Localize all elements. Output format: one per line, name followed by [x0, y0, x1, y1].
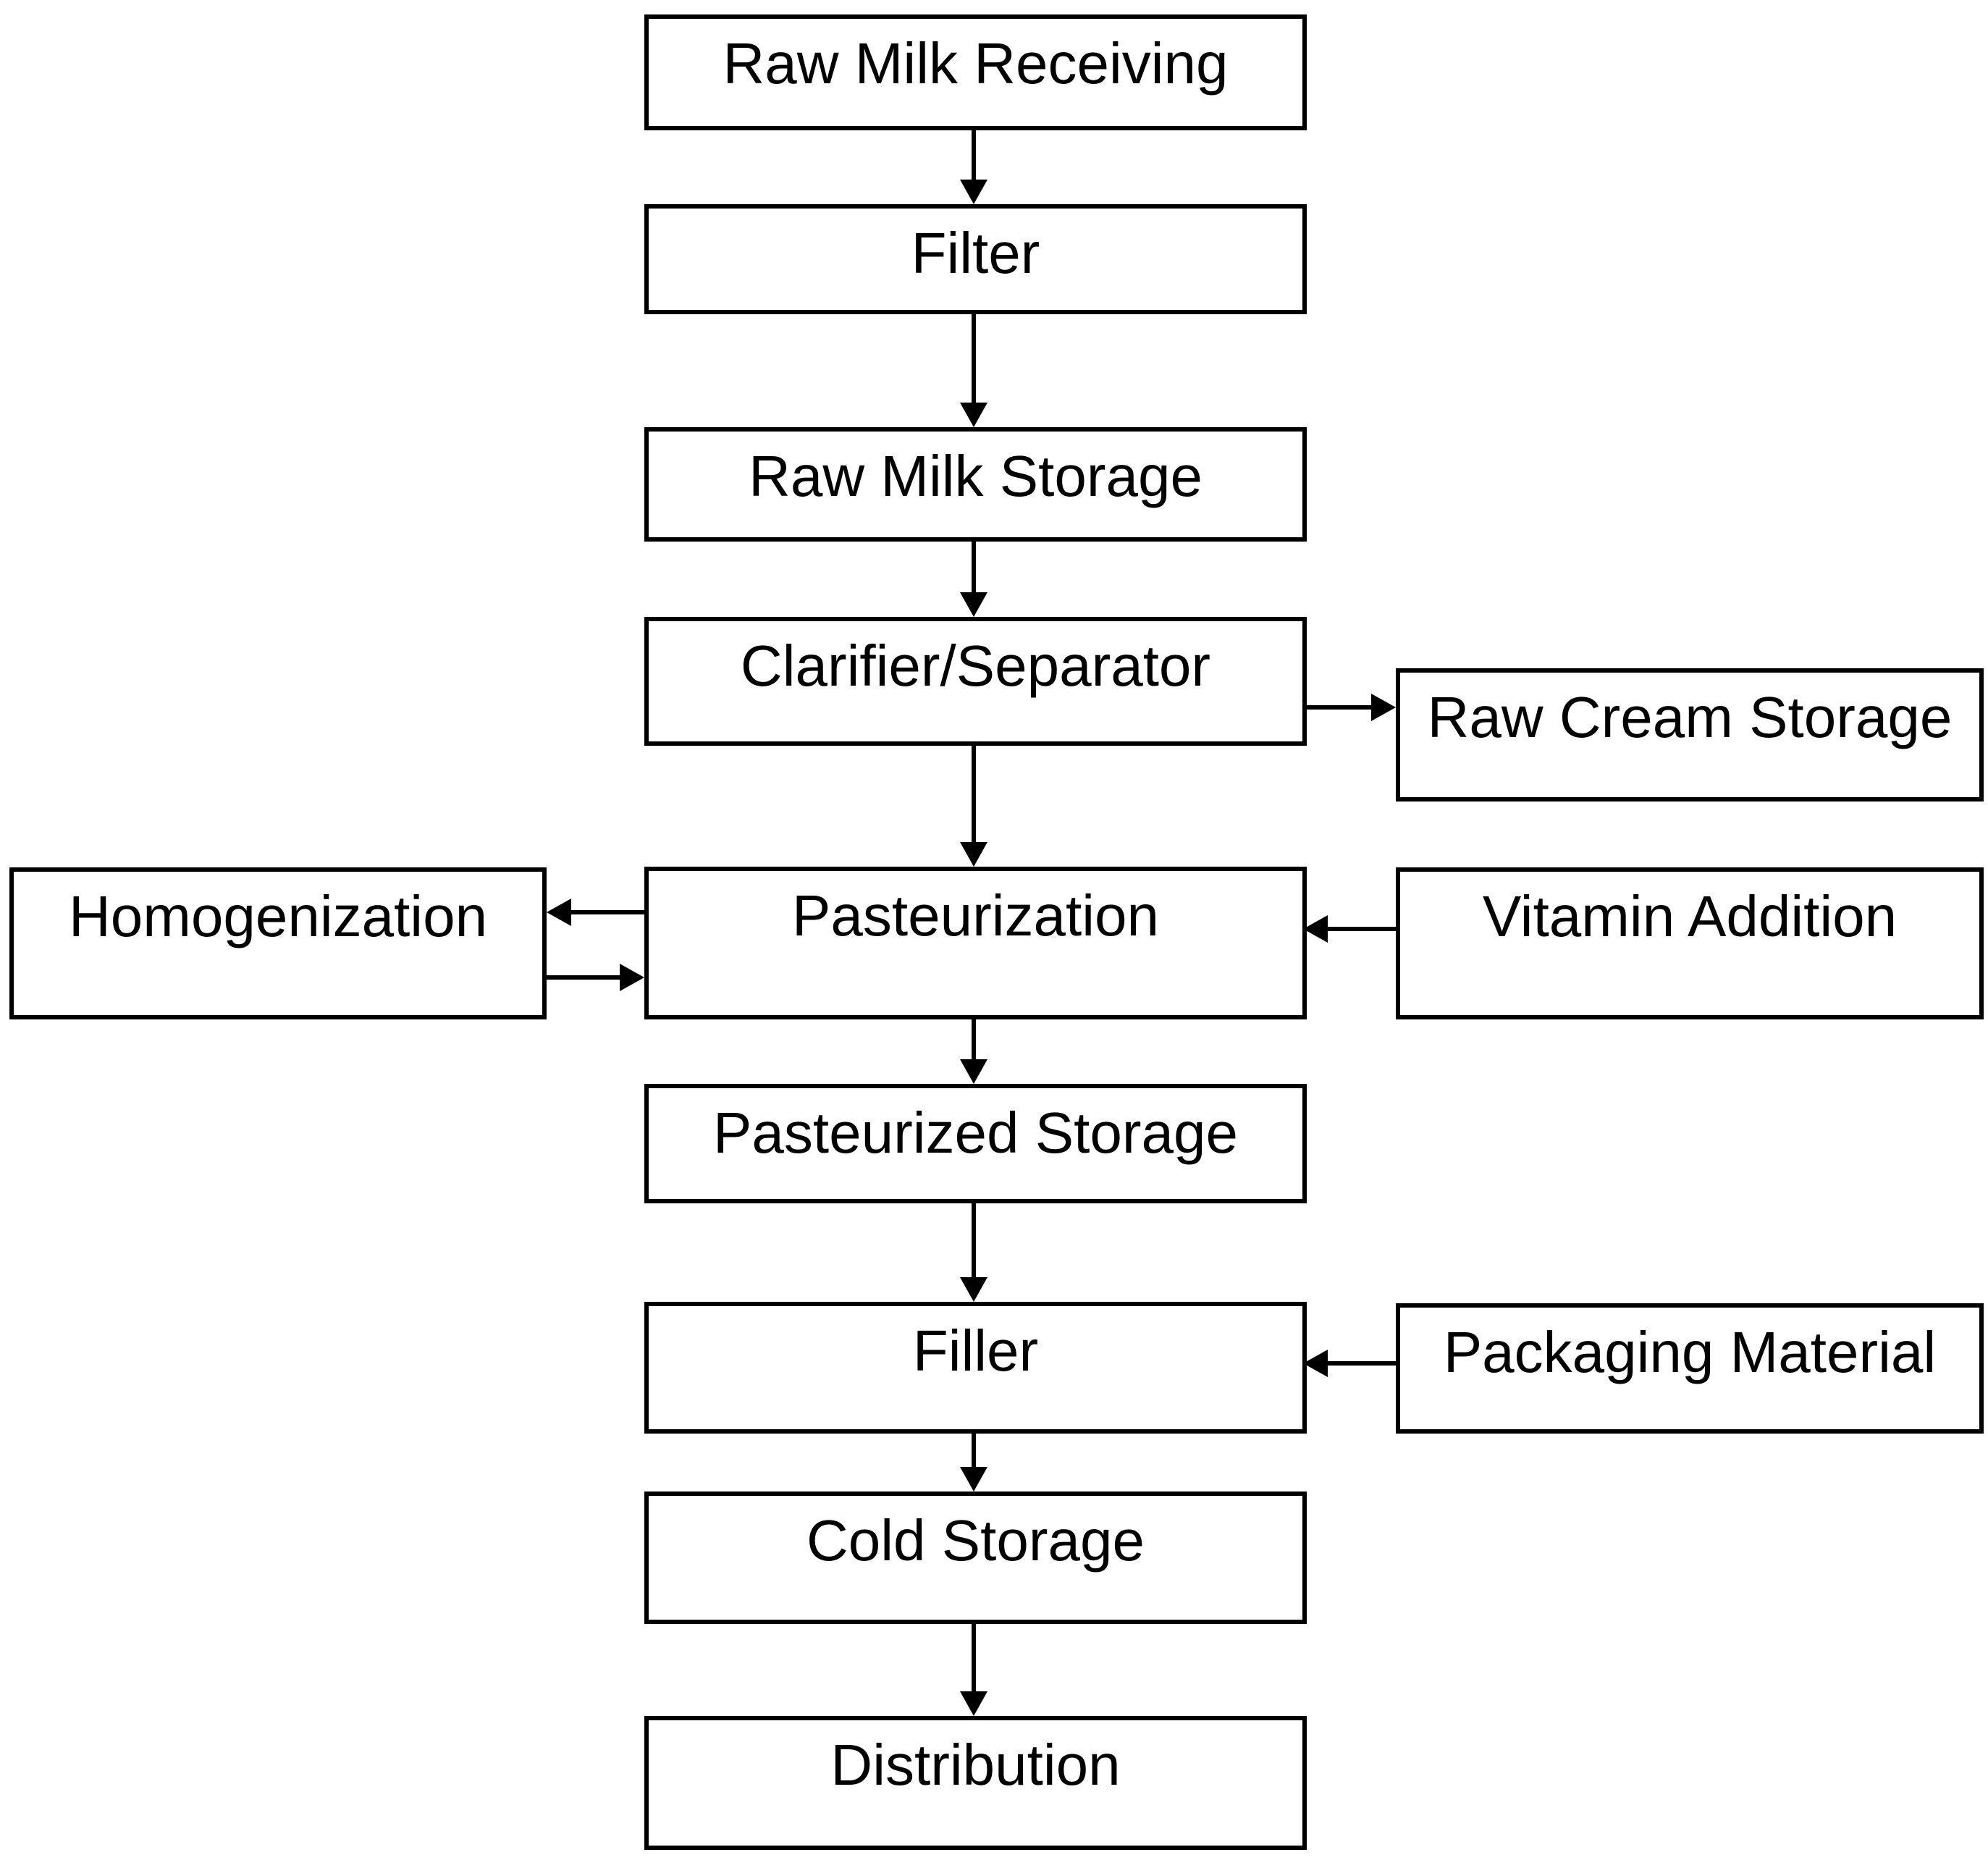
- node-filter-label: Filter: [911, 221, 1040, 285]
- edge-paststorage-filler-arrowhead-icon: [960, 1277, 987, 1302]
- edge-rawmilkstorage-clarifier-arrowhead-icon: [960, 592, 987, 617]
- node-cold-storage: Cold Storage: [644, 1492, 1307, 1624]
- node-filter: Filter: [644, 204, 1307, 314]
- node-raw-cream-storage: Raw Cream Storage: [1396, 668, 1984, 802]
- node-homogenization-label: Homogenization: [68, 884, 488, 948]
- node-raw-cream-storage-label: Raw Cream Storage: [1427, 685, 1953, 749]
- node-packaging-material: Packaging Material: [1396, 1303, 1984, 1434]
- node-vitamin-addition: Vitamin Addition: [1396, 867, 1984, 1019]
- node-packaging-material-label: Packaging Material: [1443, 1320, 1937, 1384]
- edge-receiving-filter-line: [972, 129, 976, 180]
- node-homogenization: Homogenization: [9, 867, 547, 1019]
- edge-clarifier-rawcream-arrowhead-icon: [1371, 694, 1396, 721]
- node-distribution-label: Distribution: [830, 1733, 1121, 1797]
- node-pasteurization-label: Pasteurization: [792, 883, 1159, 948]
- node-cold-storage-label: Cold Storage: [806, 1508, 1145, 1573]
- node-pasteurized-storage-label: Pasteurized Storage: [713, 1101, 1238, 1165]
- edge-pasteurization-paststorage-arrowhead-icon: [960, 1059, 987, 1084]
- edge-pasteurization-homogenization-line: [571, 910, 644, 914]
- edge-coldstorage-distribution-arrowhead-icon: [960, 1691, 987, 1716]
- edge-clarifier-pasteurization-arrowhead-icon: [960, 842, 987, 867]
- node-raw-milk-storage: Raw Milk Storage: [644, 427, 1307, 542]
- edge-coldstorage-distribution-line: [972, 1624, 976, 1691]
- node-distribution: Distribution: [644, 1716, 1307, 1850]
- edge-homogenization-pasteurization-line: [547, 975, 620, 980]
- node-filler-label: Filler: [912, 1318, 1039, 1383]
- edge-homogenization-pasteurization-arrowhead-icon: [620, 964, 644, 991]
- node-vitamin-addition-label: Vitamin Addition: [1482, 884, 1898, 948]
- node-raw-milk-receiving: Raw Milk Receiving: [644, 14, 1307, 130]
- edge-pasteurization-paststorage-line: [972, 1019, 976, 1059]
- edge-paststorage-filler-line: [972, 1203, 976, 1277]
- node-pasteurized-storage: Pasteurized Storage: [644, 1084, 1307, 1203]
- edge-packaging-filler-arrowhead-icon: [1303, 1350, 1328, 1377]
- edge-vitamin-pasteurization-arrowhead-icon: [1303, 915, 1328, 943]
- edge-receiving-filter-arrowhead-icon: [960, 180, 987, 204]
- edge-filter-rawmilkstorage-arrowhead-icon: [960, 403, 987, 427]
- edge-rawmilkstorage-clarifier-line: [972, 542, 976, 592]
- edge-filler-coldstorage-arrowhead-icon: [960, 1467, 987, 1492]
- edge-vitamin-pasteurization-line: [1328, 927, 1396, 931]
- edge-filter-rawmilkstorage-line: [972, 314, 976, 403]
- edge-packaging-filler-line: [1328, 1361, 1396, 1366]
- edge-clarifier-rawcream-line: [1303, 705, 1371, 710]
- edge-clarifier-pasteurization-line: [972, 746, 976, 842]
- edge-pasteurization-homogenization-arrowhead-icon: [547, 899, 571, 926]
- node-clarifier-separator-label: Clarifier/Separator: [740, 634, 1211, 698]
- edge-filler-coldstorage-line: [972, 1434, 976, 1467]
- node-clarifier-separator: Clarifier/Separator: [644, 617, 1307, 746]
- node-raw-milk-storage-label: Raw Milk Storage: [749, 444, 1203, 508]
- node-raw-milk-receiving-label: Raw Milk Receiving: [723, 31, 1229, 96]
- node-filler: Filler: [644, 1302, 1307, 1434]
- node-pasteurization: Pasteurization: [644, 867, 1307, 1019]
